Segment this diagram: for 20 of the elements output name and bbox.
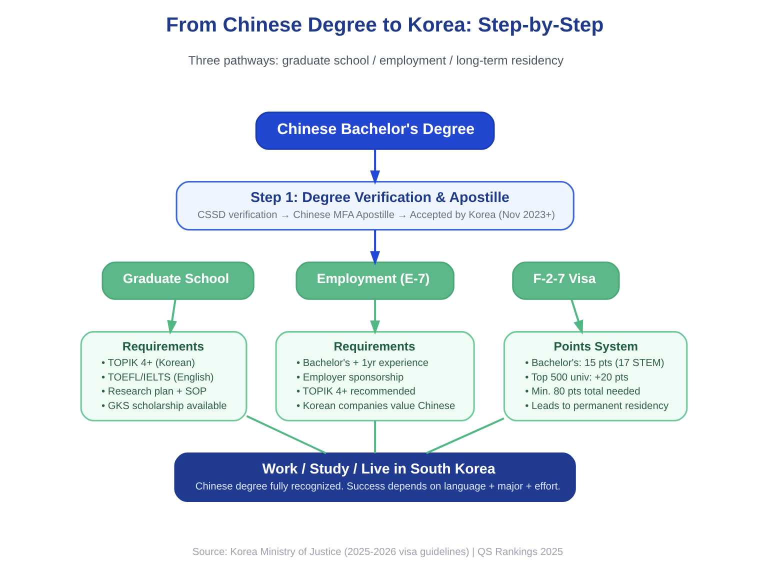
connector — [246, 415, 326, 454]
node-box: Requirements • TOPIK 4+ (Korean) • TOEFL/IELTS (English) • Research plan + SOP • GKS scholarship available — [80, 331, 248, 422]
node-box: Work / Study / Live in South Korea Chinese degree fully recognized. Success depends on language + major + effort. — [174, 452, 576, 502]
label: Three pathways: graduate school / employment / long-term residency — [188, 53, 564, 68]
arrow — [370, 230, 380, 266]
arrow — [570, 299, 584, 335]
node-box: Chinese Bachelor's Degree — [255, 112, 495, 150]
arrow — [370, 299, 380, 335]
node-box: Employment (E-7) — [296, 262, 454, 300]
node-box: Points System • Bachelor's: 15 pts (17 STEM) • Top 500 univ: +20 pts • Min. 80 pts total needed • Leads to permanent residency — [503, 331, 688, 422]
diagram-title: From Chinese Degree to Korea: Step-by-Step — [166, 14, 604, 37]
node-box: Graduate School — [102, 262, 254, 300]
arrow — [370, 149, 380, 185]
node-box: F-2-7 Visa — [512, 262, 620, 300]
connector — [426, 417, 504, 454]
caption: Source: Korea Ministry of Justice (2025-2026 visa guidelines) | QS Rankings 2025 — [192, 546, 564, 558]
connector — [374, 420, 376, 454]
arrow — [167, 299, 178, 335]
node-box: Requirements • Bachelor's + 1yr experience • Employer sponsorship • TOPIK 4+ recommended • Korean companies value Chinese — [275, 331, 475, 422]
node-box: Step 1: Degree Verification & Apostille CSSD verification → Chinese MFA Apostille → Accepted by Korea (Nov 2023+) — [176, 181, 574, 230]
